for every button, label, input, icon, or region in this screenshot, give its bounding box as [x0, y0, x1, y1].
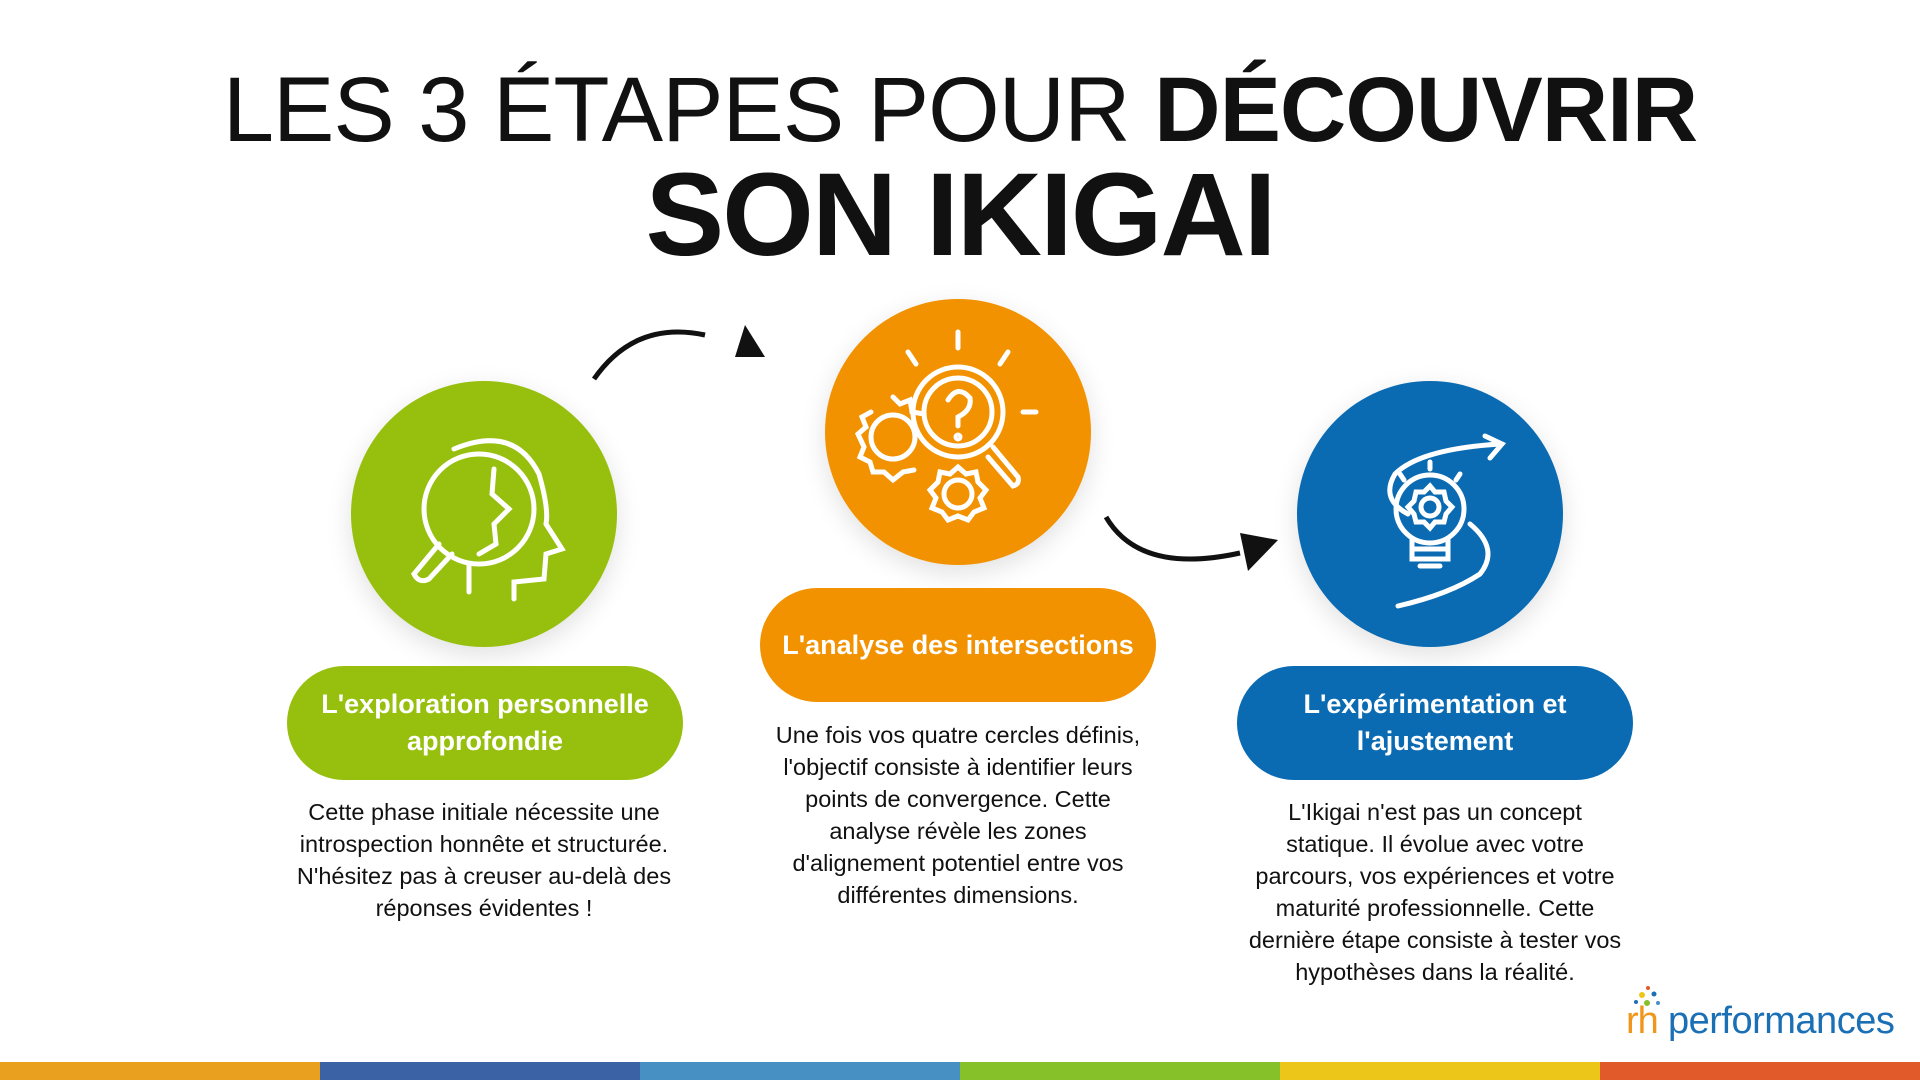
step1-description: Cette phase initiale nécessite une intro…: [296, 799, 672, 921]
step3-circle: [1297, 381, 1563, 647]
step2-label: L'analyse des intersections: [760, 588, 1156, 702]
step3-label: L'expérimentation et l'ajustement: [1237, 666, 1633, 780]
step1-circle: [351, 381, 617, 647]
step3-description: L'Ikigai n'est pas un concept statique. …: [1248, 799, 1622, 985]
rh-performances-logo: rh performances: [1626, 985, 1906, 1043]
bar-segment: [1280, 1062, 1600, 1080]
arrow-step2-to-step3-icon: [1103, 515, 1278, 571]
gears-question-magnifier-icon: [854, 329, 1039, 524]
bar-segment: [320, 1062, 640, 1080]
step1-label: L'exploration personnelle approfondie: [287, 666, 683, 780]
logo-name: performances: [1668, 1000, 1895, 1042]
step2-circle: [825, 299, 1091, 565]
bar-segment: [640, 1062, 960, 1080]
lightbulb-gear-path-icon: [1387, 433, 1507, 609]
page-title-line2: SON IKIGAI: [645, 149, 1276, 281]
bar-segment: [1600, 1062, 1920, 1080]
bottom-color-bar: [0, 1062, 1920, 1080]
title-bold: DÉCOUVRIR: [1154, 59, 1698, 161]
step2-description: Une fois vos quatre cercles définis, l'o…: [775, 722, 1141, 908]
title-regular: LES 3 ÉTAPES POUR: [222, 59, 1155, 161]
logo-dots-icon: [1634, 986, 1660, 1006]
arrow-step1-to-step2-icon: [591, 325, 765, 381]
logo-rh: rh: [1626, 1000, 1659, 1042]
bar-segment: [0, 1062, 320, 1080]
head-magnifier-icon: [411, 438, 566, 602]
bar-segment: [960, 1062, 1280, 1080]
page-title-line1: LES 3 ÉTAPES POUR DÉCOUVRIR: [0, 55, 1920, 165]
